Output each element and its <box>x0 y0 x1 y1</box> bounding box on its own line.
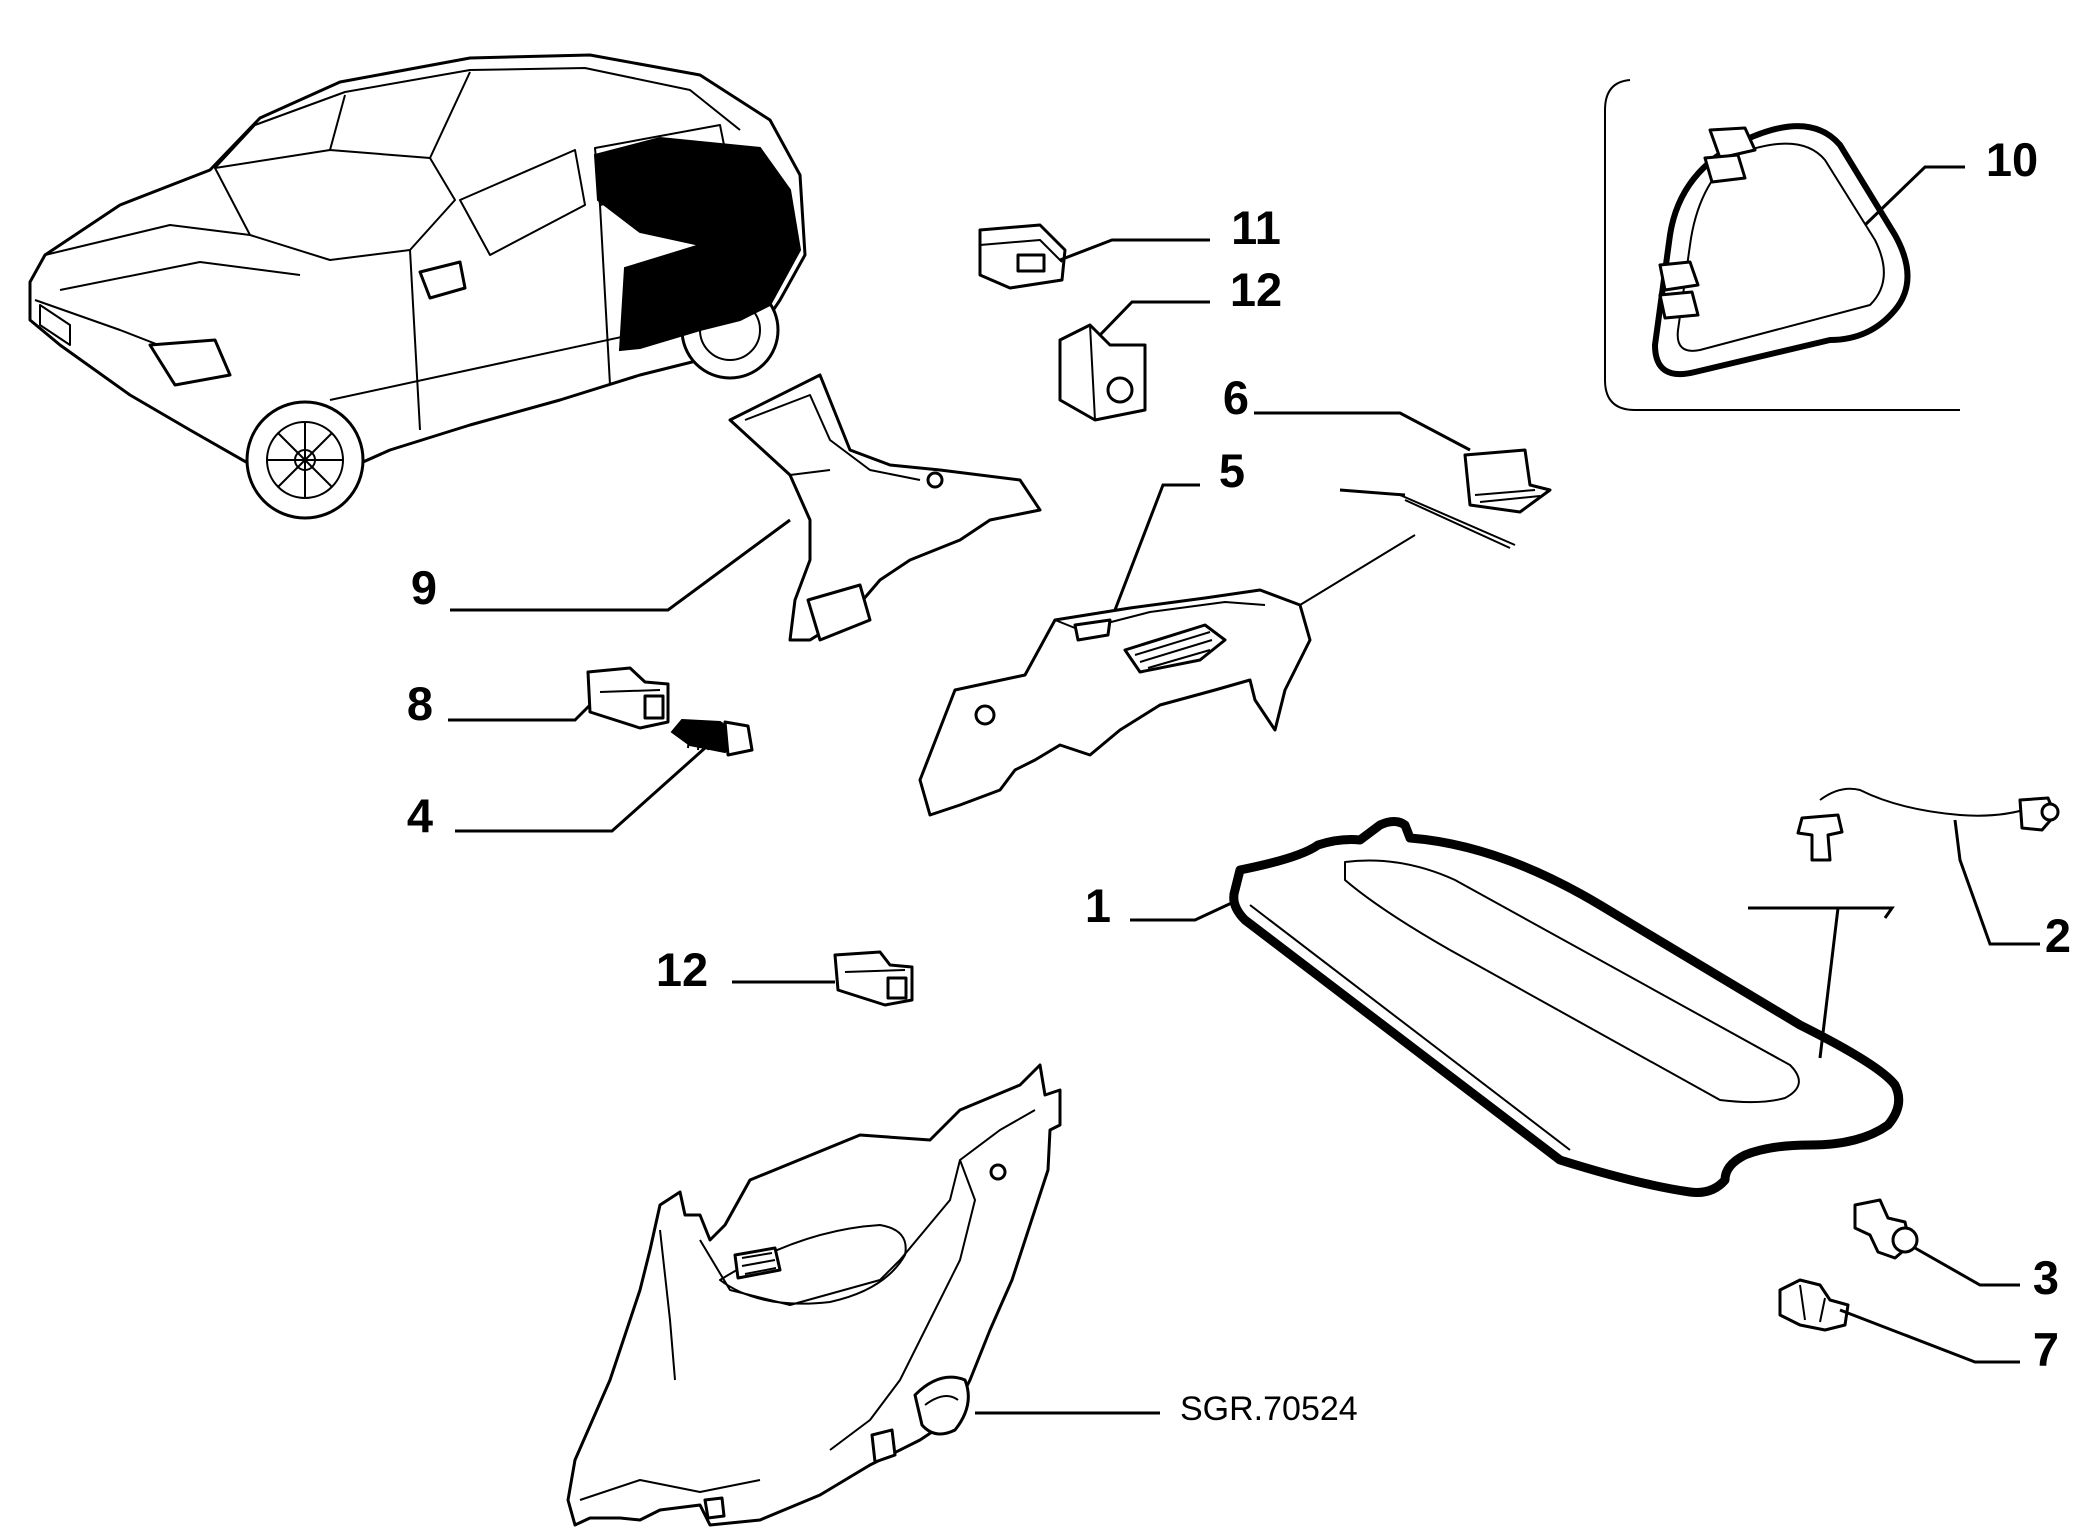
part-12-upper-clip <box>1058 323 1147 422</box>
callout-label-2: 2 <box>2045 909 2071 962</box>
part-7-clip <box>1778 1278 1850 1332</box>
leader-9 <box>450 518 791 612</box>
part-1-parcel-shelf <box>1229 817 1904 1197</box>
callout-label-6: 6 <box>1223 371 1249 424</box>
part-3-pin <box>1853 1198 1919 1260</box>
callout-label-4: 4 <box>407 789 433 842</box>
part-8-clip <box>586 666 670 730</box>
leader-10 <box>1863 165 1965 227</box>
leader-3 <box>1914 1246 2020 1287</box>
leader-1 <box>1130 898 1239 922</box>
callout-label-10: 10 <box>1986 133 2038 186</box>
callout-label-3: 3 <box>2033 1251 2059 1304</box>
callout-label-9: 9 <box>411 561 437 614</box>
part-10-inset <box>1604 79 1960 411</box>
part-9-pillar-trim <box>728 373 1042 642</box>
bracket-part-1-line <box>1818 907 1840 1059</box>
callout-labels: 1 2 3 4 5 6 7 8 9 10 11 12 12 SGR.70524 <box>407 133 2071 1428</box>
callout-label-12-lower: 12 <box>656 943 708 996</box>
part-5-side-trim <box>918 499 1511 817</box>
leader-11 <box>1059 238 1210 262</box>
leader-4 <box>455 746 706 833</box>
callout-label-12-upper: 12 <box>1230 263 1282 316</box>
reference-code: SGR.70524 <box>1180 1390 1358 1428</box>
callout-label-1: 1 <box>1085 879 1111 932</box>
leader-12a <box>1098 300 1210 337</box>
callout-label-5: 5 <box>1219 444 1245 497</box>
bracket-part-5 <box>1339 488 1406 497</box>
car-overview-illustration <box>28 53 807 520</box>
leader-7 <box>1839 1308 2020 1364</box>
part-12-lower-clip <box>833 950 914 1007</box>
leader-5 <box>1113 483 1200 611</box>
leader-8 <box>448 703 592 722</box>
rear-quarter-panel <box>566 1063 1062 1527</box>
callout-label-11: 11 <box>1231 201 1281 254</box>
part-2-cord <box>1796 787 2060 862</box>
part-4-screw <box>670 718 754 757</box>
part-11-clip <box>978 223 1067 290</box>
callout-label-7: 7 <box>2033 1323 2059 1376</box>
leader-6 <box>1254 411 1471 452</box>
leader-lines <box>448 165 2040 1415</box>
part-6-bracket <box>1399 448 1552 546</box>
leader-2 <box>1953 819 2040 946</box>
callout-label-8: 8 <box>407 677 433 730</box>
bracket-part-1 <box>1748 906 1895 919</box>
